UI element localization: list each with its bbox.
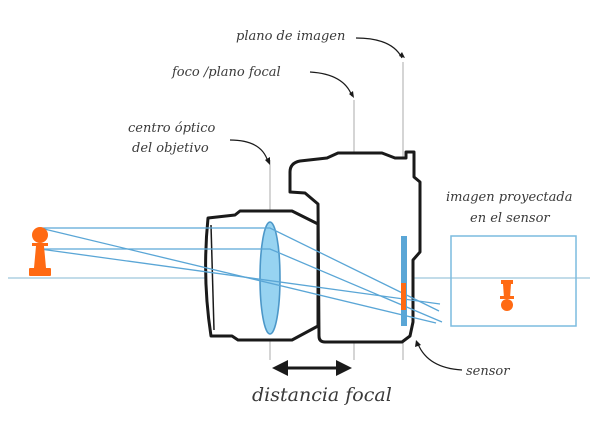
optical-center-leader — [229, 139, 269, 163]
focal-length-arrow — [272, 360, 352, 376]
focal-plane-leader — [309, 71, 353, 97]
sensor — [401, 236, 407, 326]
ray-top-through-center — [39, 227, 437, 324]
optical-center-label-line1: centro óptico — [128, 121, 216, 136]
ray-bottom-through-center — [39, 248, 441, 305]
ray-top-parallel — [40, 227, 440, 312]
projected-image-label-line2: en el sensor — [470, 211, 550, 226]
optical-center-arrowhead — [265, 157, 270, 165]
chess-pawn-icon — [29, 227, 51, 276]
camera-body — [288, 150, 422, 344]
sensor-leader — [417, 343, 463, 371]
optical-center-label-line2: del objetivo — [132, 141, 209, 156]
projected-image-frame — [450, 235, 577, 327]
leader-arrows — [229, 37, 463, 371]
focal-length-label: distancia focal — [252, 384, 392, 406]
sensor-arrowhead — [415, 340, 421, 347]
sensor-label: sensor — [466, 364, 510, 379]
lens-element — [259, 221, 281, 335]
focal-plane-label: foco /plano focal — [171, 65, 281, 80]
focal-plane-arrowhead — [349, 91, 354, 98]
lens-front-ring — [210, 224, 215, 331]
image-plane-label: plano de imagen — [236, 29, 345, 44]
light-rays — [39, 227, 443, 324]
projected-image-label-line1: imagen proyectada — [446, 190, 572, 205]
inverted-chess-pawn-icon — [500, 280, 514, 311]
image-plane-leader — [355, 37, 403, 59]
sensor-projection — [401, 283, 406, 310]
image-plane-arrowhead — [399, 52, 405, 58]
ray-bottom-parallel — [40, 248, 443, 323]
